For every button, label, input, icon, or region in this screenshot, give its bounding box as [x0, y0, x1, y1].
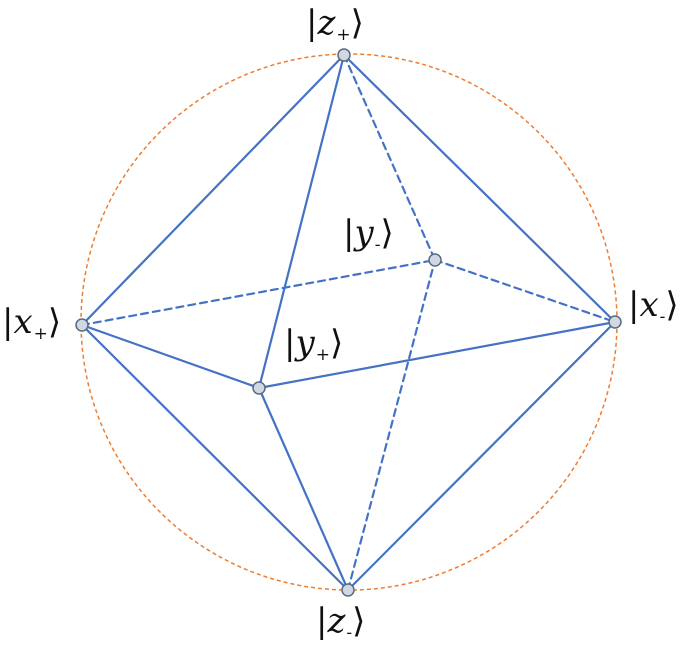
- vertex-y-plus: [252, 381, 266, 395]
- label-y-plus: |y+⟩: [284, 323, 344, 365]
- hidden-edges: [80, 53, 617, 592]
- label-z-minus: |z-⟩: [316, 601, 366, 643]
- label-x-minus: |x-⟩: [628, 285, 679, 327]
- vertex-x-minus: [608, 315, 622, 329]
- edge-x-plus-y-plus: [80, 323, 261, 390]
- label-z-plus: |z+⟩: [306, 3, 364, 45]
- bloch-sphere-outline: [80, 53, 618, 591]
- edge-z-plus-x-plus: [80, 53, 346, 327]
- hidden-edge-y-minus-x-minus: [433, 258, 617, 324]
- edge-z-plus-y-plus: [257, 53, 346, 390]
- edge-z-minus-x-plus: [80, 323, 350, 592]
- hidden-edge-z-plus-y-minus: [342, 53, 437, 262]
- edge-z-minus-y-plus: [257, 386, 350, 592]
- edge-z-minus-x-minus: [346, 320, 617, 592]
- vertex-z-plus: [337, 48, 351, 62]
- label-y-minus: |y-⟩: [343, 213, 394, 255]
- vertex-y-minus: [428, 253, 442, 267]
- vertex-z-minus: [341, 583, 355, 597]
- hidden-edge-z-minus-y-minus: [346, 258, 437, 592]
- vertex-x-plus: [75, 318, 89, 332]
- hidden-edge-x-plus-y-minus: [80, 258, 437, 327]
- label-x-plus: |x+⟩: [2, 302, 62, 344]
- edge-y-plus-x-minus: [257, 320, 617, 390]
- edge-z-plus-x-minus: [342, 53, 617, 324]
- vertices: [75, 48, 622, 597]
- visible-edges: [80, 53, 617, 592]
